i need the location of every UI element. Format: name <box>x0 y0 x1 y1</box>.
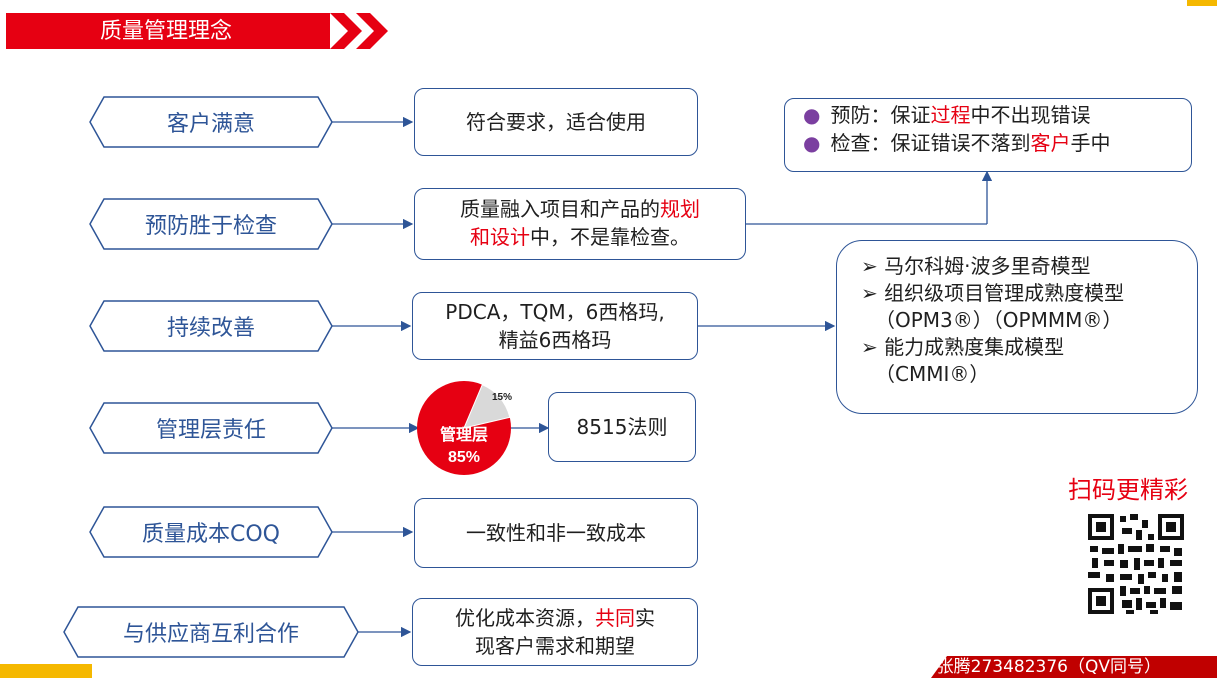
principle-shape-customer <box>89 96 333 148</box>
detail-supplier: 优化成本资源，共同实 现客户需求和期望 <box>412 598 698 666</box>
models-box: ➢ 马尔科姆·波多里奇模型 ➢ 组织级项目管理成熟度模型 （OPM3®）（OPM… <box>836 240 1198 414</box>
principle-coq: 质量成本COQ <box>142 522 280 547</box>
model-2-sub: （OPM3®）（OPMMM®） <box>875 308 1123 332</box>
corner-accent-top <box>1187 0 1217 6</box>
bullet-dot-icon: ● <box>803 103 821 127</box>
double-chevron-icon <box>330 13 388 49</box>
detail-supplier-highlight: 共同 <box>595 606 635 630</box>
principle-shape-prevention <box>89 198 333 250</box>
detail-supplier-text-2: 实 <box>635 606 655 630</box>
footer-contact: 张腾273482376（QV同号） <box>936 657 1161 677</box>
principle-shape-coq <box>89 506 333 558</box>
principle-supplier: 与供应商互利合作 <box>122 622 299 647</box>
detail-prevention: 质量融入项目和产品的规划 和设计中，不是靠检查。 <box>414 188 746 260</box>
bullet-dot-icon: ● <box>803 131 821 155</box>
footer-bar <box>931 656 1217 678</box>
arrow-bullet-icon: ➢ <box>861 254 885 278</box>
principle-prevention: 预防胜于检查 <box>144 214 277 239</box>
principle-shape-management <box>89 402 333 454</box>
detail-customer-text: 符合要求，适合使用 <box>466 110 646 134</box>
arrow-bullet-icon: ➢ <box>861 335 885 359</box>
corner-accent-bottom <box>0 664 92 678</box>
detail-supplier-line-2: 现客户需求和期望 <box>475 634 635 658</box>
principle-shape-improvement <box>89 300 333 352</box>
principle-improvement: 持续改善 <box>166 316 255 341</box>
note-2-prefix: 检查：保证错误不落到 <box>830 131 1031 155</box>
page-title: 质量管理理念 <box>100 19 233 44</box>
detail-management: 8515法则 <box>548 392 696 462</box>
detail-customer: 符合要求，适合使用 <box>414 88 698 156</box>
principle-shape-supplier <box>63 606 359 658</box>
note-1-prefix: 预防：保证 <box>830 103 931 127</box>
note-2-suffix: 手中 <box>1070 131 1111 155</box>
model-2: 组织级项目管理成熟度模型 <box>884 281 1125 305</box>
detail-coq-text: 一致性和非一致成本 <box>466 521 646 545</box>
pie-major-label: 管理层 <box>440 425 488 444</box>
detail-supplier-text-1: 优化成本资源， <box>455 606 595 630</box>
pie-major-value: 85% <box>448 449 480 466</box>
principle-customer: 客户满意 <box>166 112 255 137</box>
detail-prevention-text-2: 中，不是靠检查。 <box>530 225 690 249</box>
qr-title: 扫码更精彩 <box>1068 476 1188 504</box>
pie-chart: 15% 管理层 85% <box>417 381 512 475</box>
detail-improvement-line-1: PDCA，TQM，6西格玛, <box>445 300 665 324</box>
note-2-highlight: 客户 <box>1030 131 1071 155</box>
model-1: 马尔科姆·波多里奇模型 <box>884 254 1091 278</box>
note-1-suffix: 中不出现错误 <box>970 103 1091 127</box>
principle-management: 管理层责任 <box>155 418 266 443</box>
pie-minor-slice <box>463 384 511 429</box>
pie-minor-label: 15% <box>492 392 512 403</box>
detail-improvement: PDCA，TQM，6西格玛, 精益6西格玛 <box>412 292 698 360</box>
model-3: 能力成熟度集成模型 <box>884 335 1065 359</box>
note-1-highlight: 过程 <box>930 103 971 127</box>
detail-improvement-line-2: 精益6西格玛 <box>498 328 612 352</box>
detail-management-text: 8515法则 <box>576 415 668 439</box>
detail-prevention-highlight-1: 规划 <box>660 197 700 221</box>
detail-prevention-text-1: 质量融入项目和产品的 <box>460 197 660 221</box>
detail-coq: 一致性和非一致成本 <box>414 498 698 568</box>
header-bar <box>6 13 330 49</box>
model-3-sub: （CMMI®） <box>875 362 990 386</box>
qr-code-icon <box>1086 512 1186 616</box>
prevention-notes: ● 预防：保证过程中不出现错误 ● 检查：保证错误不落到客户手中 <box>784 98 1192 172</box>
arrow-bullet-icon: ➢ <box>861 281 885 305</box>
detail-prevention-highlight-2: 和设计 <box>470 225 530 249</box>
